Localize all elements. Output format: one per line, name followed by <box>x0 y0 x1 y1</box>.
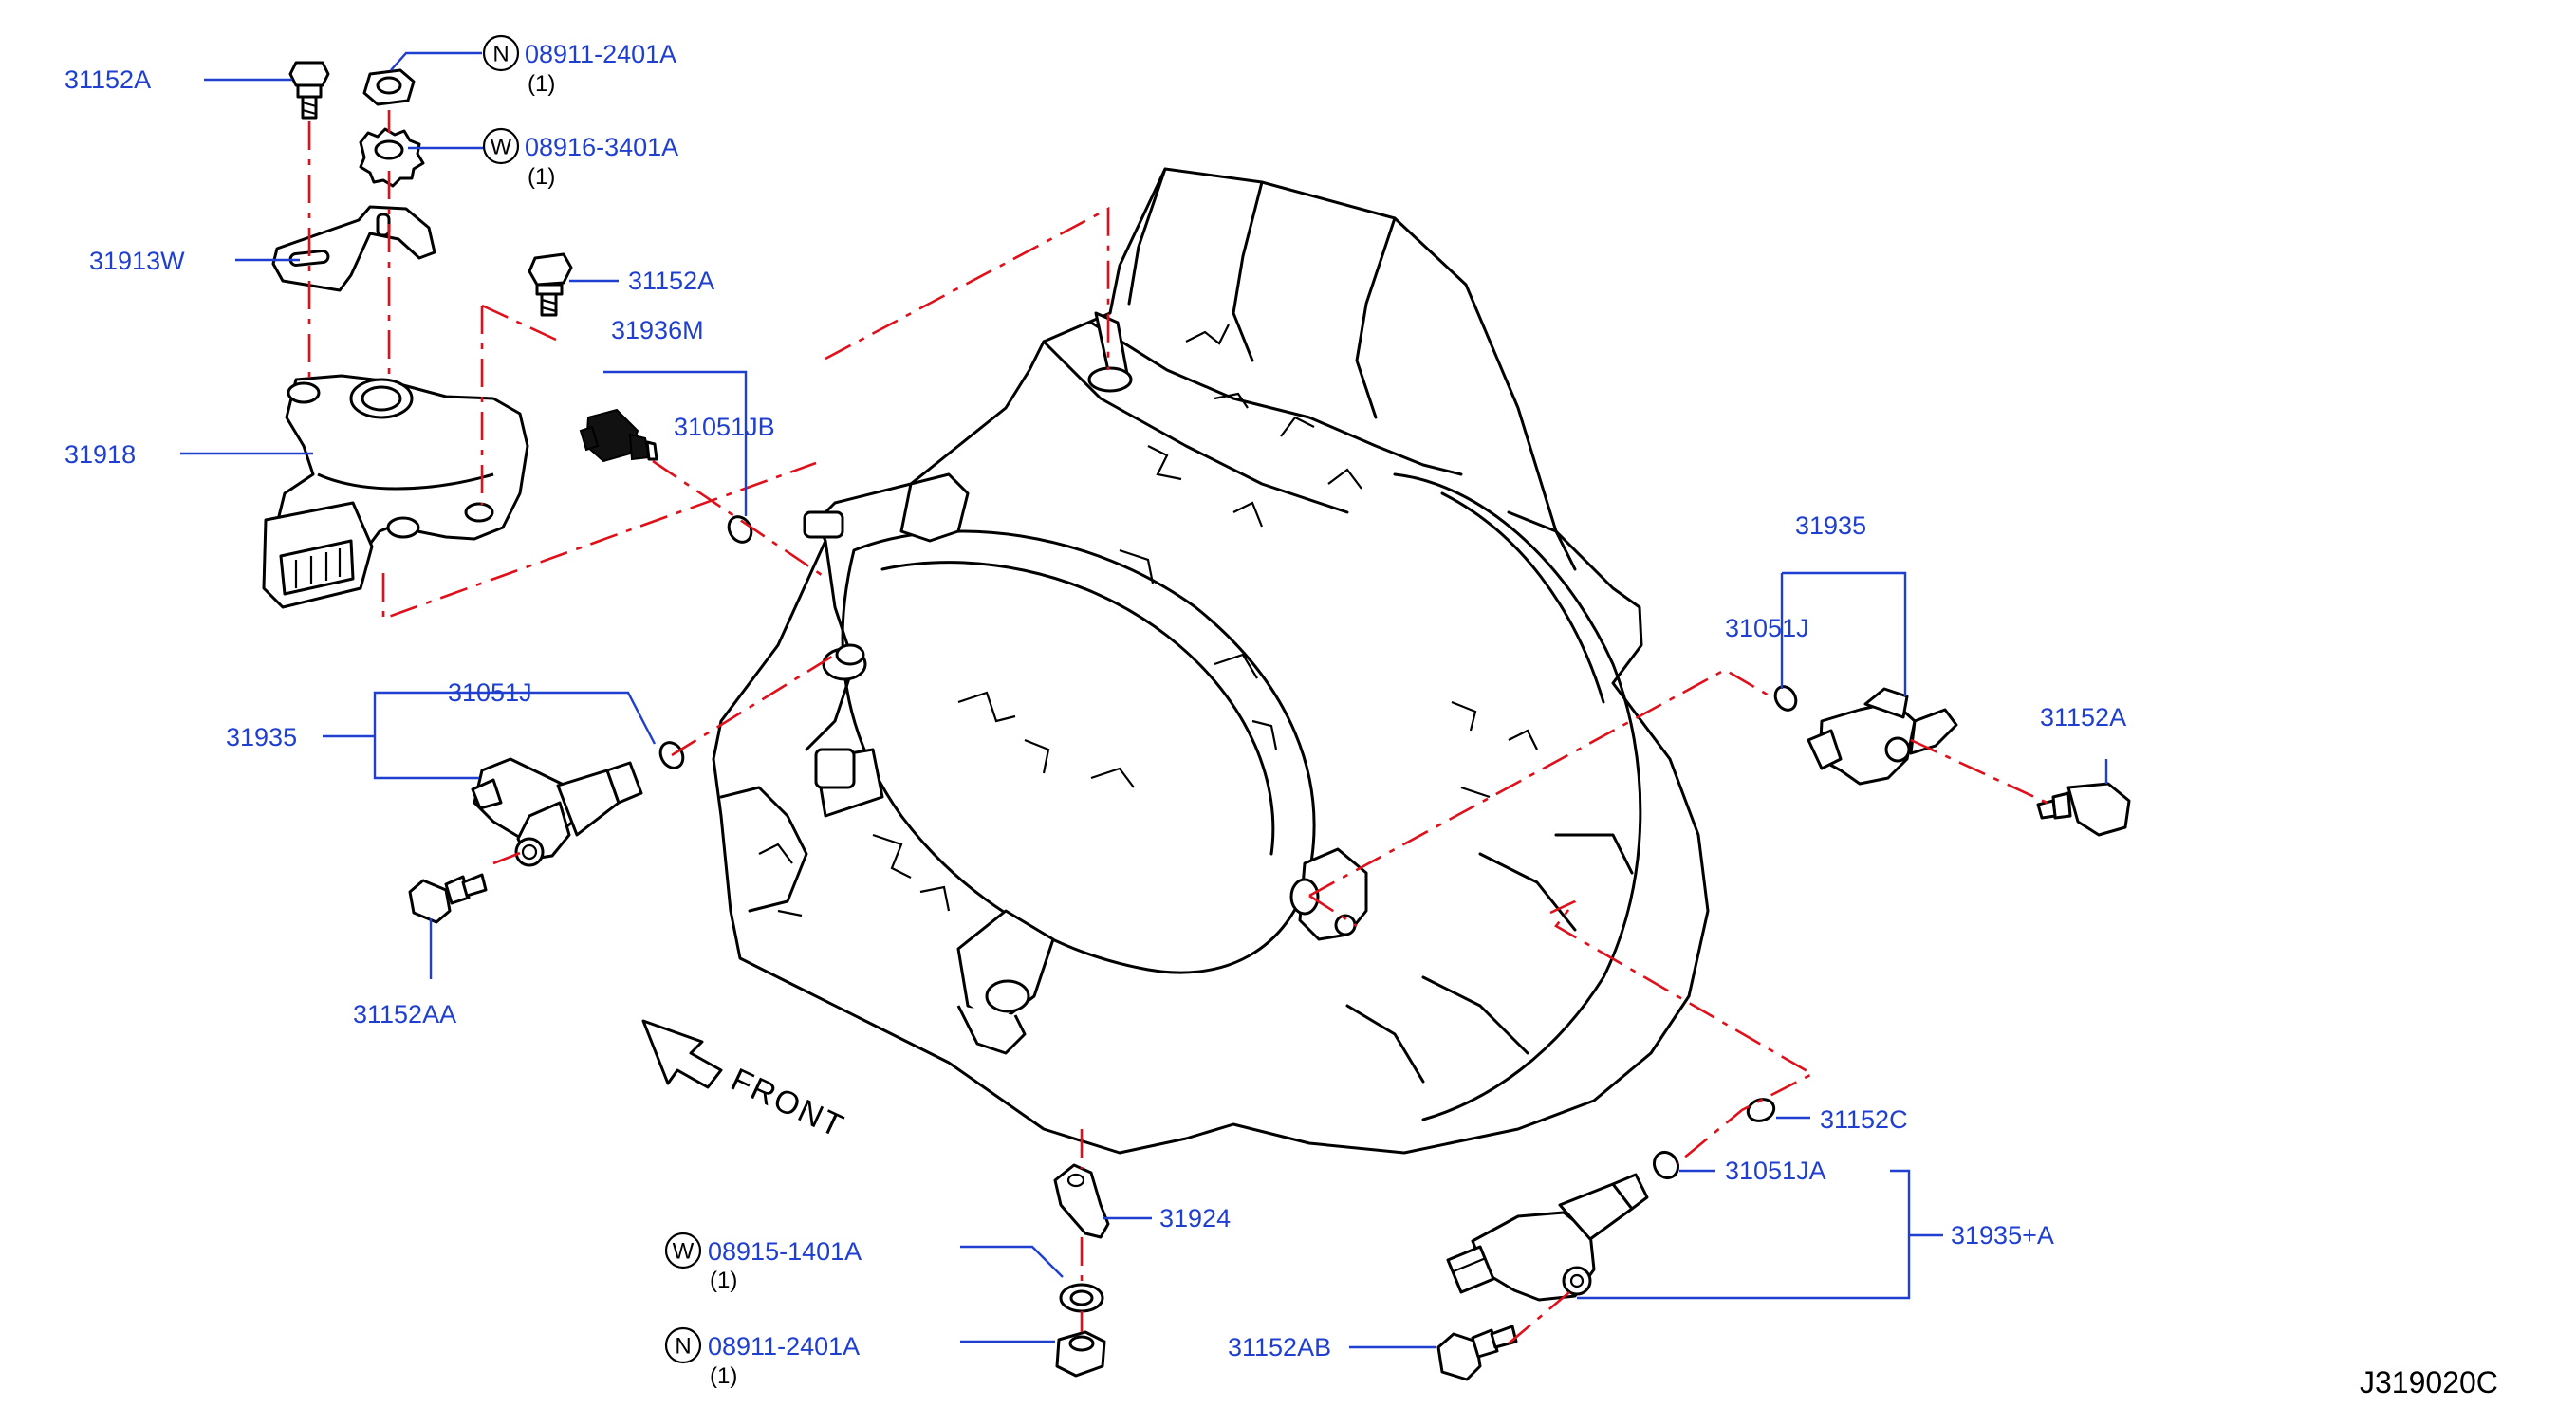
sensor-31936M-icon <box>579 408 658 463</box>
callout-31051J-left: 31051J <box>448 678 532 707</box>
callout-31935-A: 31935+A <box>1951 1221 2054 1250</box>
callout-31936M: 31936M <box>611 316 704 344</box>
symbol-letter: W <box>673 1239 695 1265</box>
quantity-label: (1) <box>528 164 555 190</box>
callout-08911-2401A-top: N 08911-2401A (1) <box>482 34 676 97</box>
speed-sensor-31935-A-icon <box>1446 1173 1649 1302</box>
part-number-label: 08911-2401A <box>708 1332 860 1361</box>
callout-31924: 31924 <box>1159 1204 1231 1232</box>
part-number-label: 31152A <box>65 65 151 94</box>
diagram-code: J319020C <box>2360 1365 2498 1399</box>
symbol-letter: N <box>675 1334 691 1360</box>
seal-31152C-icon <box>1746 1098 1776 1122</box>
callout-31051J-right: 31051J <box>1725 614 1809 642</box>
callout-31152AB: 31152AB <box>1228 1333 1331 1362</box>
o-ring-31051J-right-icon <box>1773 685 1798 712</box>
bolt-31152A-right-icon <box>2036 782 2131 837</box>
callout-31935-left: 31935 <box>226 723 297 751</box>
bolt-31152AB-icon <box>1436 1325 1518 1381</box>
washer-symbol-icon <box>664 1232 702 1269</box>
callout-31152A-right: 31152A <box>2040 703 2126 732</box>
leader-lines <box>180 51 2108 1349</box>
transmission-case-illustration <box>641 167 1710 1155</box>
alignment-lines <box>307 110 2056 1344</box>
quantity-label: (1) <box>528 71 555 97</box>
part-number-label: 08916-3401A <box>525 133 678 161</box>
callout-08915-1401A: W 08915-1401A (1) <box>664 1232 862 1293</box>
front-arrow-icon <box>641 1019 723 1089</box>
symbol-letter: W <box>491 135 512 160</box>
callout-31918: 31918 <box>65 440 136 469</box>
inhibitor-switch-31918-icon <box>262 374 529 609</box>
callout-31152A-top: 31152A <box>65 65 151 94</box>
callout-31152AA: 31152AA <box>353 1000 456 1028</box>
washer-symbol-icon <box>482 127 520 165</box>
callout-31935-right: 31935 <box>1795 511 1866 540</box>
part-number-label: 08911-2401A <box>525 40 676 68</box>
o-ring-31051JB-icon <box>727 515 753 544</box>
callout-31051JA: 31051JA <box>1725 1157 1826 1185</box>
bracket-31924-icon <box>1053 1163 1110 1239</box>
washer-08915-1401A-icon <box>1059 1283 1104 1313</box>
nut-symbol-icon <box>482 34 520 72</box>
callout-31913W: 31913W <box>89 247 185 275</box>
bracket-31913W-icon <box>271 205 436 292</box>
callout-08916-3401A: W 08916-3401A (1) <box>482 127 678 190</box>
o-ring-31051JA-icon <box>1652 1150 1680 1180</box>
callout-31152C: 31152C <box>1820 1105 1908 1134</box>
lock-washer-08916-3401A-icon <box>359 127 425 188</box>
front-direction-label: FRONT <box>726 1062 850 1145</box>
quantity-label: (1) <box>710 1268 737 1293</box>
callout-31051JB: 31051JB <box>674 413 775 441</box>
nut-symbol-icon <box>664 1326 702 1364</box>
bolt-31152A-second-icon <box>528 252 573 317</box>
nut-08911-2401A-top-icon <box>362 68 416 106</box>
speed-sensor-31935-left-icon <box>471 757 643 867</box>
bolt-31152A-top-icon <box>288 61 330 120</box>
nut-08911-2401A-bottom-icon <box>1055 1330 1106 1378</box>
symbol-letter: N <box>492 42 509 67</box>
callout-31152A-second: 31152A <box>628 267 714 295</box>
part-number-label: 08915-1401A <box>708 1237 862 1266</box>
callout-08911-2401A-bottom: N 08911-2401A (1) <box>664 1326 860 1389</box>
speed-sensor-31935-right-icon <box>1807 687 1958 786</box>
quantity-label: (1) <box>710 1363 737 1389</box>
bolt-31152AA-icon <box>408 873 488 924</box>
